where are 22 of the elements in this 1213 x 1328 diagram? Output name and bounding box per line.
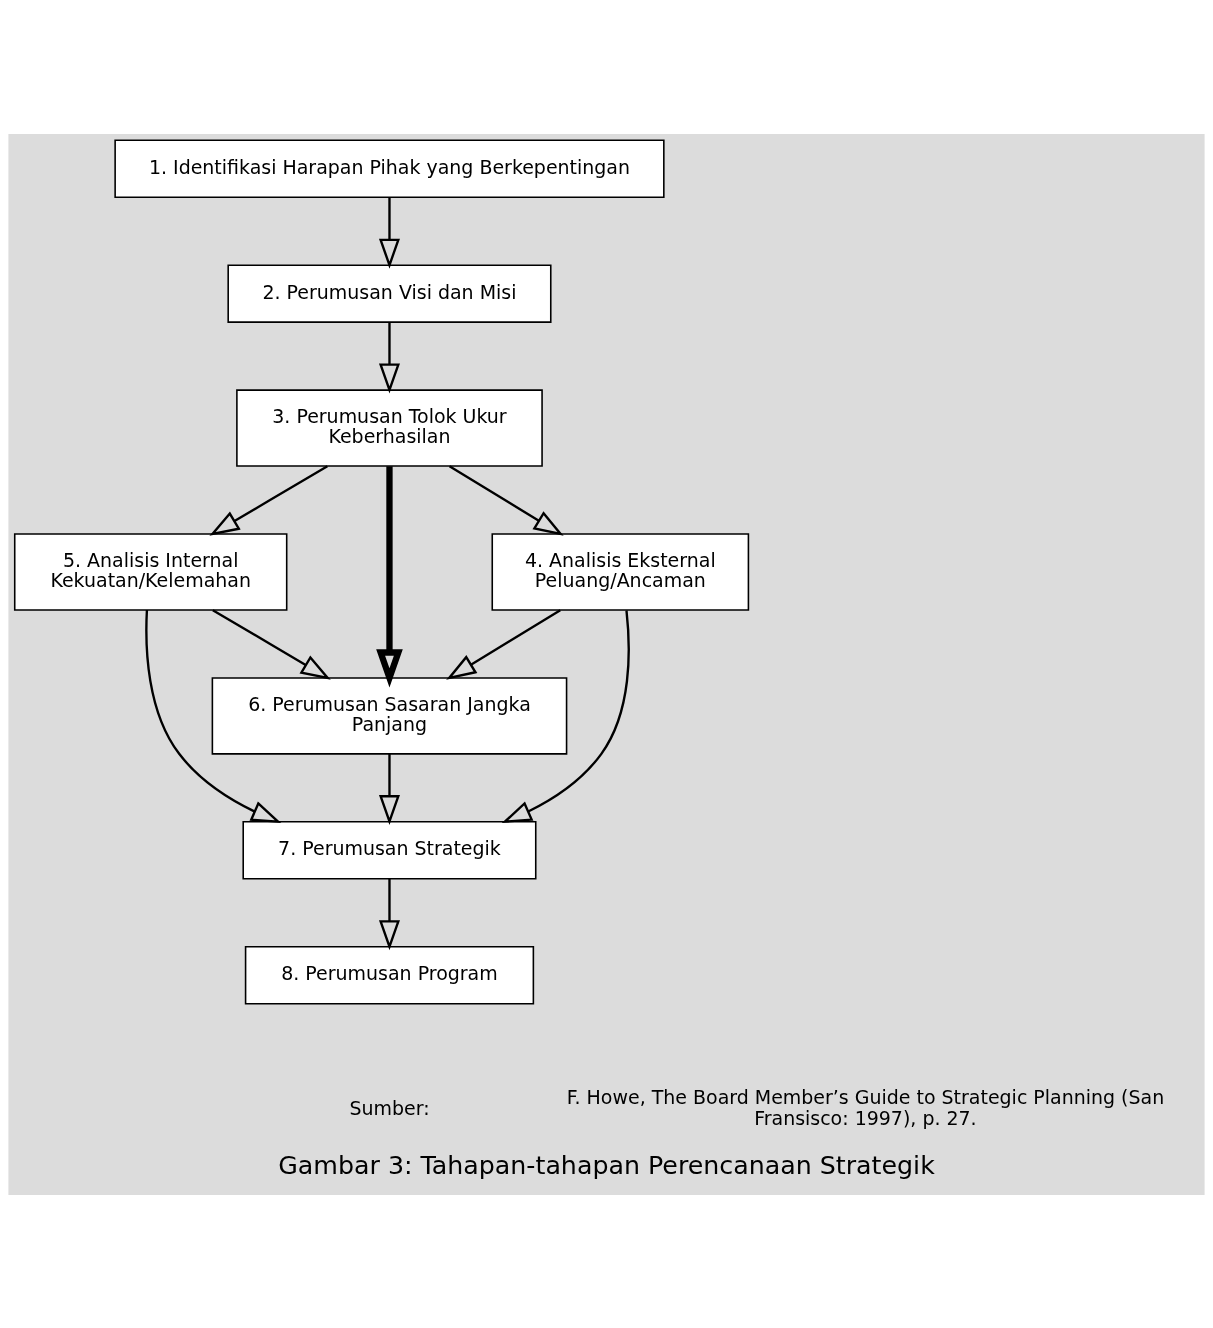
arrow [501, 609, 630, 823]
node-box: 7. Perumusan Strategik [242, 820, 537, 880]
arrow [376, 465, 403, 687]
arrow [145, 609, 282, 823]
node-box: 8. Perumusan Program [244, 945, 535, 1004]
arrow [378, 322, 400, 393]
arrow [378, 753, 400, 825]
node-box: 1. Identifikasi Harapan Pihak yang Berkepentingan [114, 139, 665, 198]
node-box: 6. Perumusan Sasaran Jangka Panjang [211, 676, 568, 755]
arrow [448, 464, 564, 536]
arrow [212, 608, 331, 680]
node-box: 3. Perumusan Tolok Ukur Keberhasilan [236, 388, 543, 467]
arrow [378, 878, 400, 950]
node-box: 2. Perumusan Visi dan Misi [227, 263, 552, 323]
caption: Gambar 3: Tahapan-tahapan Perencanaan Strategik [278, 1150, 935, 1180]
arrow [209, 464, 328, 536]
arrow [378, 196, 400, 269]
label: Sumber: [349, 1096, 430, 1119]
node-box: 5. Analisis Internal Kekuatan/Kelemahan [13, 532, 288, 611]
arrow [446, 608, 561, 680]
node-box: 4. Analisis Eksternal Peluang/Ancaman [491, 532, 750, 611]
label: F. Howe, The Board Member’s Guide to Strategic Planning (San Fransisco: 1997), p. 27. [566, 1085, 1165, 1129]
